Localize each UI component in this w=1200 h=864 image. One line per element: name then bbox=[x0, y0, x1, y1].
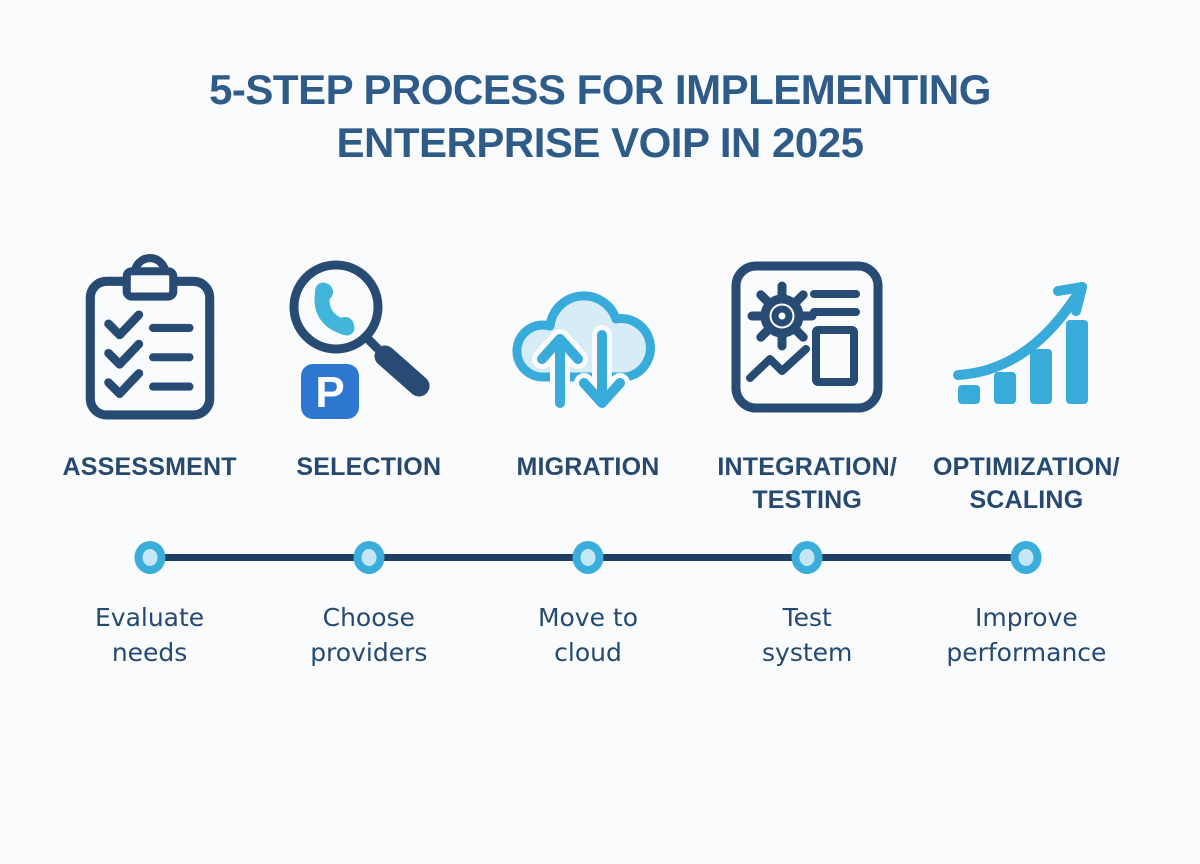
infographic-canvas: 5-STEP PROCESS FOR IMPLEMENTING ENTERPRI… bbox=[0, 64, 1200, 864]
timeline-node-selection bbox=[353, 541, 385, 574]
migration-icon-cell bbox=[478, 251, 697, 423]
step-column-assessment: ASSESSMENT bbox=[40, 251, 259, 517]
settings-document-icon bbox=[731, 261, 883, 413]
timeline-node-migration bbox=[572, 541, 604, 574]
step-label-optimization-scaling: OPTIMIZATION/ SCALING bbox=[932, 453, 1120, 514]
clipboard-checklist-icon bbox=[85, 254, 214, 420]
step-description-optimization: Improve performance bbox=[946, 603, 1107, 667]
magnifier-phone-icon: P bbox=[289, 260, 430, 419]
timeline-node-optimization bbox=[1010, 541, 1042, 574]
step-column-optimization-scaling: OPTIMIZATION/ SCALING bbox=[917, 251, 1136, 517]
step-description-assessment: Evaluate needs bbox=[94, 603, 205, 667]
timeline-node-assessment bbox=[134, 541, 166, 574]
growth-chart-icon bbox=[953, 282, 1089, 404]
timeline bbox=[40, 541, 1136, 574]
step-label-assessment: ASSESSMENT bbox=[62, 453, 237, 481]
step-label-migration: MIGRATION bbox=[516, 453, 660, 481]
cloud-transfer-icon bbox=[512, 291, 655, 413]
page-title: 5-STEP PROCESS FOR IMPLEMENTING ENTERPRI… bbox=[209, 66, 991, 166]
timeline-node-integration bbox=[791, 541, 823, 574]
step-column-integration-testing: INTEGRATION/ TESTING bbox=[698, 251, 917, 517]
parking-badge bbox=[300, 364, 359, 419]
gear-icon bbox=[747, 281, 817, 351]
descriptions-row: Evaluate needs Choose providers Move to … bbox=[40, 600, 1136, 670]
steps-row: ASSESSMENT P SELECTION bbox=[40, 251, 1136, 517]
selection-icon-cell: P bbox=[259, 251, 478, 423]
parking-badge-label: P bbox=[315, 368, 344, 417]
trend-line bbox=[746, 345, 811, 382]
step-description-selection: Choose providers bbox=[310, 603, 428, 667]
assessment-icon-cell bbox=[40, 251, 259, 423]
growth-arrow bbox=[953, 282, 1088, 380]
step-description-integration: Test system bbox=[762, 603, 853, 667]
optimization-icon-cell bbox=[917, 251, 1136, 423]
step-label-integration-testing: INTEGRATION/ TESTING bbox=[717, 453, 898, 514]
step-column-selection: P SELECTION bbox=[259, 251, 478, 517]
integration-icon-cell bbox=[698, 251, 917, 423]
step-label-selection: SELECTION bbox=[296, 453, 442, 481]
step-description-migration: Move to cloud bbox=[537, 603, 639, 667]
step-column-migration: MIGRATION bbox=[478, 251, 697, 517]
